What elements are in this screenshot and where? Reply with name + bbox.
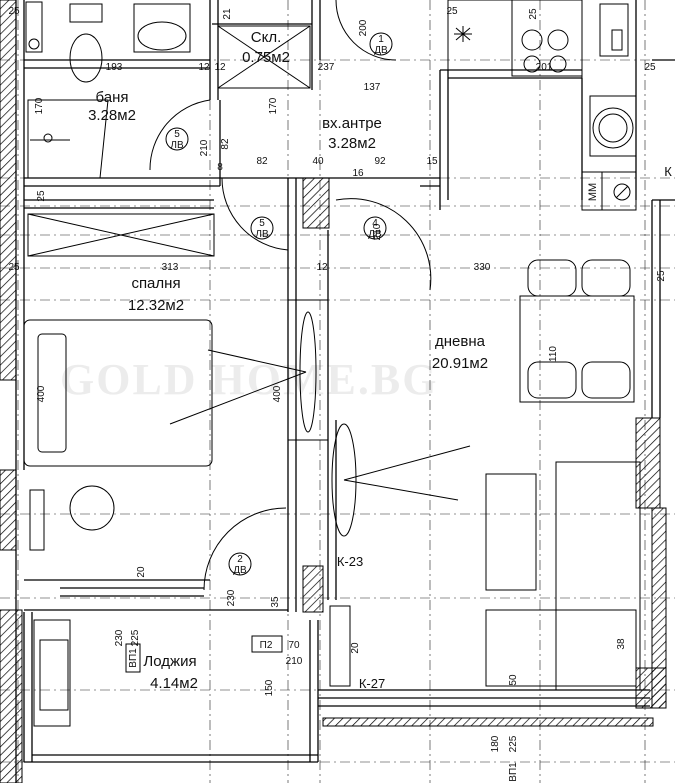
dim-82: 82	[220, 138, 231, 150]
dim-170: 170	[268, 97, 279, 114]
kitchen-fixtures	[447, 0, 637, 211]
dim-12: 12	[198, 62, 210, 73]
marker-vp1: ВП1	[508, 762, 519, 782]
door-tag-1-num: 1	[378, 34, 384, 45]
dim-82: 82	[256, 156, 268, 167]
dim-200: 200	[358, 19, 369, 36]
dim-237: 237	[318, 62, 335, 73]
dim-70: 70	[288, 640, 300, 651]
bath-area: 3.28м2	[88, 107, 136, 124]
dim-400: 400	[36, 385, 47, 402]
dim-12: 12	[316, 262, 328, 273]
dim-25: 25	[528, 8, 539, 20]
dimension-labels: 25 193 12 12 237 25 201 25 137 170 170 2…	[8, 6, 667, 752]
dim-170: 170	[34, 97, 45, 114]
bedroom-name: спалня	[131, 275, 180, 292]
dim-193: 193	[106, 62, 123, 73]
dim-50: 50	[508, 674, 519, 686]
dim-20: 20	[350, 642, 361, 654]
dim-38: 38	[616, 638, 627, 650]
living-furniture	[331, 259, 641, 691]
bath-name: баня	[96, 89, 129, 106]
door-tag-5-type: ЛВ	[170, 140, 184, 151]
door-tag-5b-type: ЛВ	[255, 229, 269, 240]
dim-40: 40	[312, 156, 324, 167]
loggia-name: Лоджия	[143, 653, 196, 670]
dim-21: 21	[222, 8, 233, 20]
door-swings	[149, 0, 432, 591]
windows	[27, 25, 351, 727]
entry-name: вх.антре	[322, 115, 382, 132]
dim-210: 210	[199, 139, 210, 156]
door-tag-2-type: ДВ	[233, 565, 247, 576]
bathroom-fixtures	[25, 1, 191, 179]
room-labels: баня 3.28м2 Скл. 0.75м2 вх.антре 3.28м2 …	[88, 29, 488, 692]
dim-180: 180	[490, 735, 501, 752]
door-tag-1-type: ДВ	[374, 45, 388, 56]
bedroom-furniture	[23, 299, 329, 531]
dim-137: 137	[364, 82, 381, 93]
storage-name: Скл.	[251, 29, 281, 46]
dim-400: 400	[272, 385, 283, 402]
storage-area: 0.75м2	[242, 49, 290, 66]
bedroom-area: 12.32м2	[128, 297, 184, 314]
dim-230: 230	[226, 589, 237, 606]
dim-25: 25	[446, 6, 458, 17]
dim-25: 25	[36, 190, 47, 202]
dim-16: 16	[352, 168, 364, 179]
dim-25: 25	[656, 270, 667, 282]
dim-210: 210	[286, 656, 303, 667]
dim-330: 330	[474, 262, 491, 273]
door-tag-2-num: 2	[237, 554, 243, 565]
watermark: GOLD HOME.BG	[60, 355, 438, 404]
living-name: дневна	[435, 333, 486, 350]
dim-210: 210	[372, 223, 383, 240]
door-tag-4-type: ДВ	[368, 229, 382, 240]
entry-area: 3.28м2	[328, 135, 376, 152]
markers: К-23 К-27 ММ П2 ВП1 ВП1 К	[125, 164, 672, 782]
dim-15: 15	[426, 156, 438, 167]
dim-35: 35	[270, 596, 281, 608]
dim-25: 25	[8, 262, 20, 273]
marker-mm: ММ	[587, 183, 599, 201]
door-tag-5-num: 5	[174, 129, 180, 140]
loggia-area: 4.14м2	[150, 675, 198, 692]
dim-230: 230	[114, 629, 125, 646]
door-tags: 1 ДВ 5 ЛВ 5 ЛВ 4 ДВ 2 ДВ	[170, 34, 388, 576]
marker-k27: К-27	[359, 676, 385, 691]
dim-92: 92	[374, 156, 386, 167]
door-tag-circles	[165, 32, 393, 576]
living-area: 20.91м2	[432, 355, 488, 372]
dim-8: 8	[217, 162, 223, 173]
marker-p2: П2	[260, 640, 273, 651]
dim-20: 20	[136, 566, 147, 578]
dim-12: 12	[214, 62, 226, 73]
dim-25: 25	[8, 6, 20, 17]
dim-201: 201	[536, 62, 553, 73]
door-tag-4-num: 4	[372, 218, 378, 229]
dim-150: 150	[264, 679, 275, 696]
dim-313: 313	[162, 262, 179, 273]
dim-225: 225	[130, 629, 141, 646]
marker-vp1: ВП1	[128, 648, 139, 668]
marker-k23: К-23	[337, 554, 363, 569]
marker-k: К	[664, 164, 672, 179]
dim-25: 25	[644, 62, 656, 73]
door-tag-5b-num: 5	[259, 218, 265, 229]
dim-225: 225	[508, 735, 519, 752]
dim-110: 110	[548, 346, 559, 362]
